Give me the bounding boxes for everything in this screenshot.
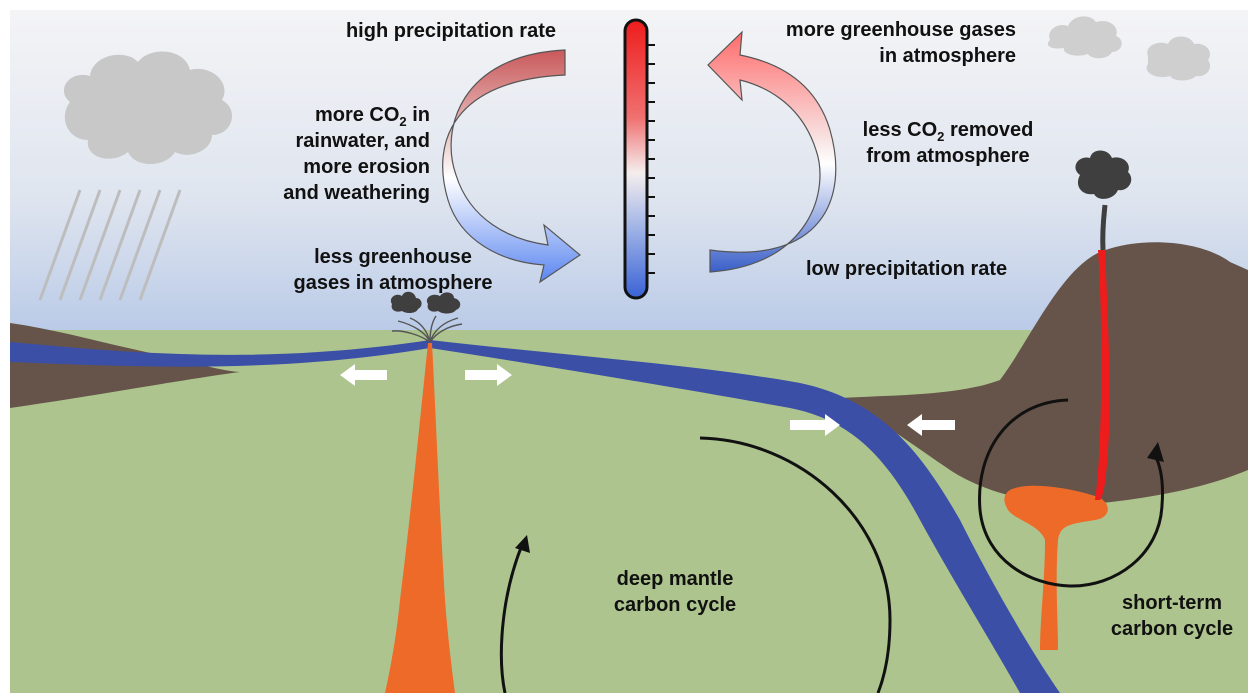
deep-mantle-line1: deep mantle <box>616 568 734 590</box>
volcano-conduit <box>1095 250 1110 500</box>
thermometer-icon <box>623 18 655 300</box>
cycle-arrow-icon <box>1147 442 1164 462</box>
plate-motion-arrow-icon <box>340 364 955 436</box>
deep-mantle-line2: carbon cycle <box>613 594 737 616</box>
more-co2-suffix: in <box>406 104 430 126</box>
co2-subscript: 2 <box>937 129 945 144</box>
more-co2-line3: more erosion <box>303 156 430 178</box>
cycle-arrow-icon <box>707 30 837 273</box>
less-co2-suffix: removed <box>944 119 1034 141</box>
more-co2-line4: and weathering <box>283 182 430 204</box>
less-greenhouse-label: less greenhouse gases in atmosphere <box>278 244 508 296</box>
more-co2-rainwater-label: more CO2 in rainwater, and more erosion … <box>283 102 430 206</box>
short-term-line1: short-term <box>1121 592 1222 614</box>
high-precipitation-label: high precipitation rate <box>345 20 556 42</box>
deep-mantle-cycle-label: deep mantle carbon cycle <box>585 566 765 618</box>
cycle-arrow-icon <box>499 436 892 693</box>
cycle-arrow-icon <box>442 49 581 284</box>
volcanic-magma-chamber <box>1004 485 1108 650</box>
less-co2-removed-label: less CO2 removed from atmosphere <box>838 117 1058 169</box>
co2-subscript: 2 <box>399 114 407 129</box>
low-precipitation-label: low precipitation rate <box>806 258 1008 280</box>
more-ghg-line1: more greenhouse gases <box>785 19 1016 41</box>
more-ghg-line2: in atmosphere <box>879 45 1016 67</box>
more-co2-line2: rainwater, and <box>295 130 431 152</box>
less-co2-prefix: less CO <box>862 119 938 141</box>
short-term-line2: carbon cycle <box>1110 618 1234 640</box>
more-greenhouse-label: more greenhouse gases in atmosphere <box>786 17 1016 69</box>
cycle-arrow-icon <box>515 535 530 553</box>
less-co2-line2: from atmosphere <box>866 145 1030 167</box>
right-continent-volcano <box>840 242 1248 505</box>
more-co2-prefix: more CO <box>314 104 400 126</box>
volcano-icon <box>1075 150 1132 251</box>
ridge-magma-plume <box>385 343 455 693</box>
less-ghg-line1: less greenhouse <box>314 246 472 268</box>
cycle-arrow-icon <box>978 398 1164 588</box>
cloud-icon <box>1047 16 1211 81</box>
mid-ocean-ridge-vent-icon <box>390 291 463 343</box>
short-term-cycle-label: short-term carbon cycle <box>1098 590 1246 642</box>
rain-cloud-icon <box>38 51 233 301</box>
less-ghg-line2: gases in atmosphere <box>293 272 493 294</box>
